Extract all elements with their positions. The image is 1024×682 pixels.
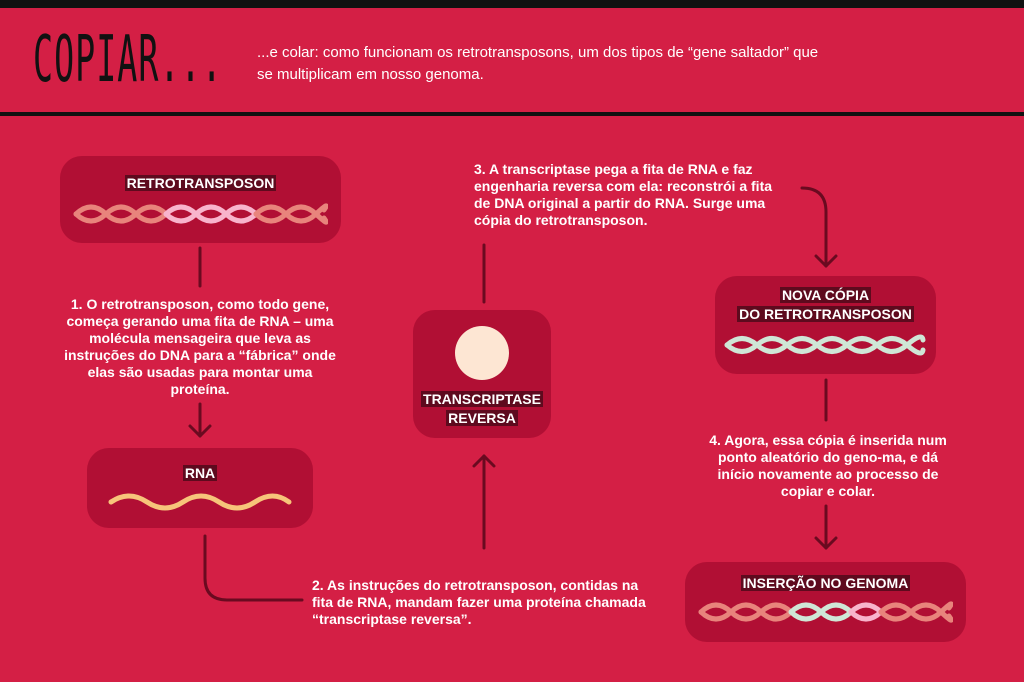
enzyme-circle-icon — [455, 326, 509, 380]
connector-rna-to-step2 — [203, 534, 304, 602]
node-rna: RNA — [87, 448, 313, 528]
node-nova-copia: NOVA CÓPIA DO RETROTRANSPOSON — [715, 276, 936, 374]
node-insercao: INSERÇÃO NO GENOMA — [685, 562, 966, 642]
header-divider — [0, 112, 1024, 116]
arrow-up-icon — [472, 454, 496, 468]
step-2-text: 2. As instruções do retrotransposon, con… — [312, 577, 646, 627]
arrow-down-icon — [814, 254, 838, 268]
dna-helix-icon — [73, 203, 328, 225]
step-4-text: 4. Agora, essa cópia é inserida num pont… — [709, 432, 947, 499]
node-transcriptase: TRANSCRIPTASE REVERSA — [413, 310, 551, 438]
page-subtitle: ...e colar: como funcionam os retrotrans… — [257, 44, 819, 83]
node-nova-copia-label: NOVA CÓPIA DO RETROTRANSPOSON — [737, 287, 914, 322]
node-transcriptase-label: TRANSCRIPTASE REVERSA — [421, 391, 543, 426]
top-bar — [0, 0, 1024, 8]
node-retrotransposon-label: RETROTRANSPOSON — [124, 175, 277, 191]
genome-insertion-helix-icon — [698, 601, 953, 623]
step-1-text: 1. O retrotransposon, como todo gene, co… — [64, 296, 336, 397]
page-title: COPIAR... — [33, 23, 223, 97]
arrow-down-icon — [814, 536, 838, 550]
node-rna-label: RNA — [182, 465, 218, 481]
node-insercao-label: INSERÇÃO NO GENOMA — [740, 575, 911, 591]
step-3-text: 3. A transcriptase pega a fita de RNA e … — [474, 161, 773, 228]
node-retrotransposon: RETROTRANSPOSON — [60, 156, 341, 243]
connector-step3-to-copy — [800, 186, 828, 268]
rna-strand-icon — [108, 493, 292, 511]
dna-copy-helix-icon — [724, 334, 926, 356]
arrow-down-icon — [188, 424, 212, 438]
